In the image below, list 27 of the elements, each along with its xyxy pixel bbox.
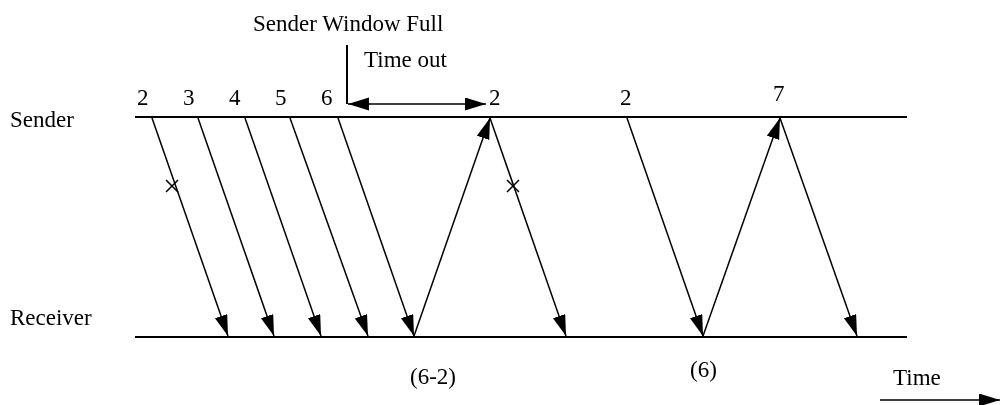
arrow: [289, 117, 369, 337]
edge-label: 4: [229, 86, 241, 109]
arrow: [244, 117, 322, 337]
arrow: [489, 117, 567, 337]
edge-label: 2: [620, 86, 632, 109]
arrow: [413, 117, 491, 337]
arrow: [337, 117, 415, 337]
annotation-text: Time out: [364, 48, 447, 71]
edge-label: 2: [137, 86, 149, 109]
timeline-line: [135, 336, 907, 338]
arrow: [779, 117, 858, 337]
edge-label: (6): [690, 358, 717, 381]
annotation-text: Sender Window Full: [253, 12, 444, 35]
edge-label: 5: [275, 86, 287, 109]
arrow: [197, 117, 275, 337]
timeline-label: Receiver: [10, 306, 92, 329]
edge-label: (6-2): [410, 365, 456, 388]
edge-label: 6: [321, 86, 333, 109]
arrow: [626, 117, 704, 337]
timeline-label: Sender: [10, 108, 74, 131]
edge-label: 7: [773, 82, 785, 105]
annotation-text: Time: [893, 366, 941, 389]
edge-label: 3: [183, 86, 195, 109]
edge-label: 2: [489, 86, 501, 109]
timeline-line: [135, 116, 907, 118]
arrow: [702, 117, 781, 337]
arrow: [151, 117, 229, 337]
